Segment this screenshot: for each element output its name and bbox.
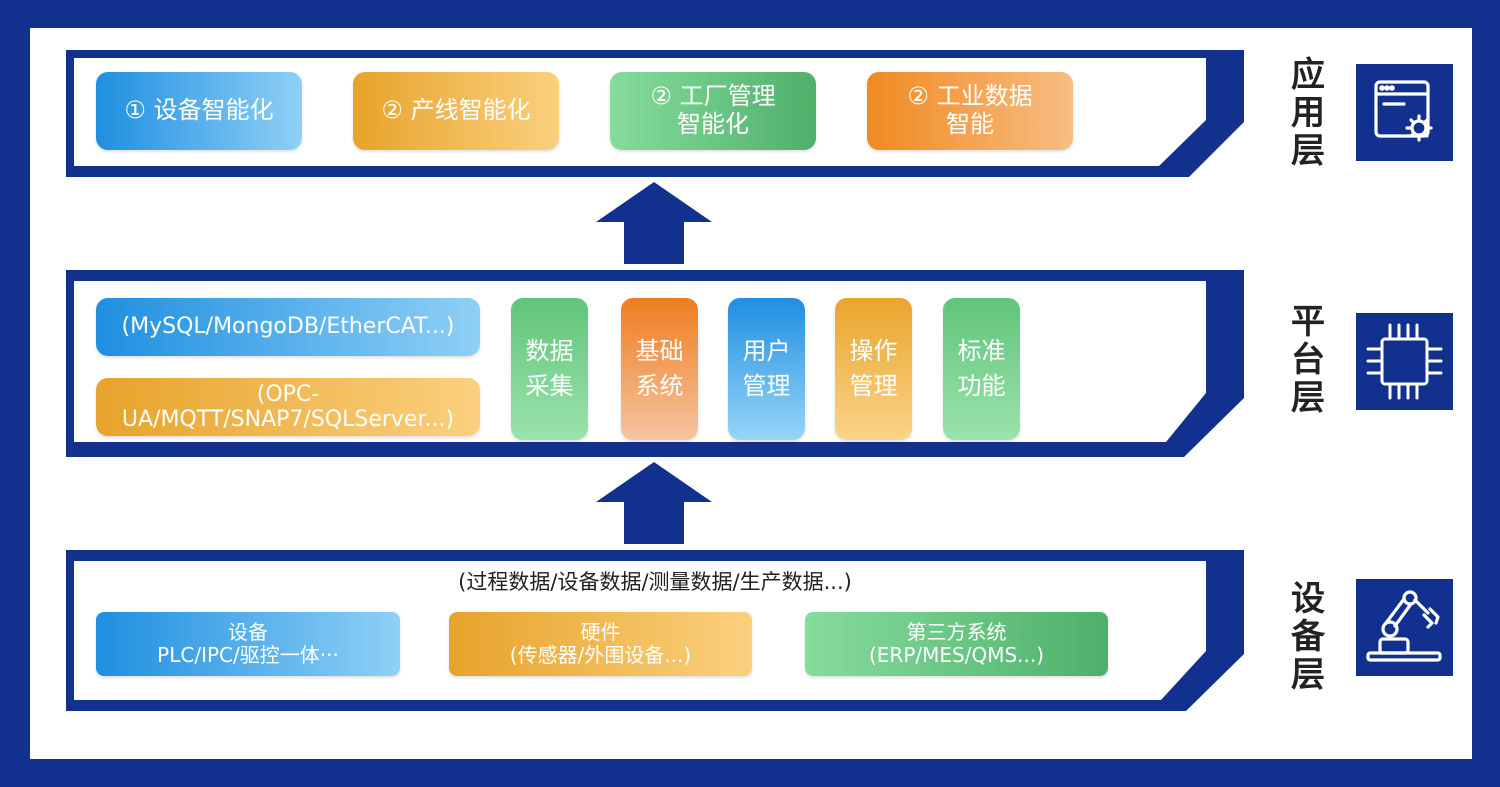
robot-arm-icon: [1356, 579, 1453, 676]
module-base-system: 基础 系统: [621, 298, 698, 440]
module-label-line2: 采集: [525, 372, 574, 400]
device-item-third-party: 第三方系统 (ERP/MES/QMS...): [805, 612, 1108, 676]
app-item-label-line1: ② 工厂管理: [650, 82, 776, 111]
app-item-label-line2: 智能化: [677, 110, 749, 138]
module-label-line1: 用户: [742, 337, 791, 366]
app-item-label: ① 设备智能化: [124, 96, 274, 125]
app-item-device-intelligence: ① 设备智能化: [96, 72, 302, 150]
module-label-line1: 操作: [849, 337, 898, 366]
module-label-line2: 管理: [742, 372, 791, 400]
app-window-gear-icon: [1356, 64, 1453, 161]
chip-icon: [1356, 313, 1453, 410]
protocol-label: (OPC-UA/MQTT/SNAP7/SQLServer...): [121, 381, 455, 432]
device-item-title: 硬件: [580, 620, 621, 644]
device-data-types: (过程数据/设备数据/测量数据/生产数据...): [458, 570, 852, 594]
app-item-label: ② 产线智能化: [381, 96, 531, 125]
module-label-line2: 管理: [849, 372, 898, 400]
protocol-label: (MySQL/MongoDB/EtherCAT...): [121, 314, 455, 340]
application-layer-label: 应 用 层: [1288, 56, 1328, 170]
label-char: 设: [1291, 579, 1325, 619]
label-char: 台: [1291, 340, 1325, 381]
module-label-line1: 基础: [635, 337, 684, 366]
label-char: 层: [1291, 131, 1325, 172]
device-item-detail: PLC/IPC/驱控一体···: [157, 643, 339, 667]
module-data-collection: 数据 采集: [511, 298, 588, 440]
device-item-detail: (ERP/MES/QMS...): [868, 643, 1045, 667]
app-item-label-line1: ② 工业数据: [907, 82, 1033, 111]
module-operation-management: 操作 管理: [835, 298, 912, 440]
app-item-factory-management: ② 工厂管理 智能化: [610, 72, 816, 150]
module-label-line1: 标准: [957, 337, 1006, 366]
device-item-detail: (传感器/外围设备...): [509, 643, 692, 667]
arrow-up-icon: [596, 182, 712, 264]
label-char: 应: [1291, 55, 1325, 95]
module-standard-functions: 标准 功能: [943, 298, 1020, 440]
label-char: 平: [1291, 302, 1325, 342]
label-char: 备: [1291, 617, 1325, 658]
module-user-management: 用户 管理: [728, 298, 805, 440]
label-char: 层: [1291, 378, 1325, 419]
device-item-hardware: 硬件 (传感器/外围设备...): [449, 612, 752, 676]
platform-layer-label: 平 台 层: [1288, 303, 1328, 417]
device-item-equipment: 设备 PLC/IPC/驱控一体···: [96, 612, 400, 676]
module-label-line1: 数据: [525, 337, 574, 366]
protocol-pill-databases: (MySQL/MongoDB/EtherCAT...): [96, 298, 480, 356]
protocol-pill-industrial: (OPC-UA/MQTT/SNAP7/SQLServer...): [96, 378, 480, 436]
device-item-title: 第三方系统: [906, 620, 1007, 644]
device-item-title: 设备: [228, 620, 268, 644]
label-char: 用: [1291, 93, 1325, 134]
module-label-line2: 系统: [635, 372, 684, 400]
app-item-industrial-data: ② 工业数据 智能: [867, 72, 1073, 150]
label-char: 层: [1291, 655, 1325, 696]
app-item-line-intelligence: ② 产线智能化: [353, 72, 559, 150]
module-label-line2: 功能: [957, 372, 1006, 400]
device-layer-label: 设 备 层: [1288, 580, 1328, 694]
app-item-label-line2: 智能: [946, 110, 994, 138]
arrow-up-icon: [596, 462, 712, 544]
